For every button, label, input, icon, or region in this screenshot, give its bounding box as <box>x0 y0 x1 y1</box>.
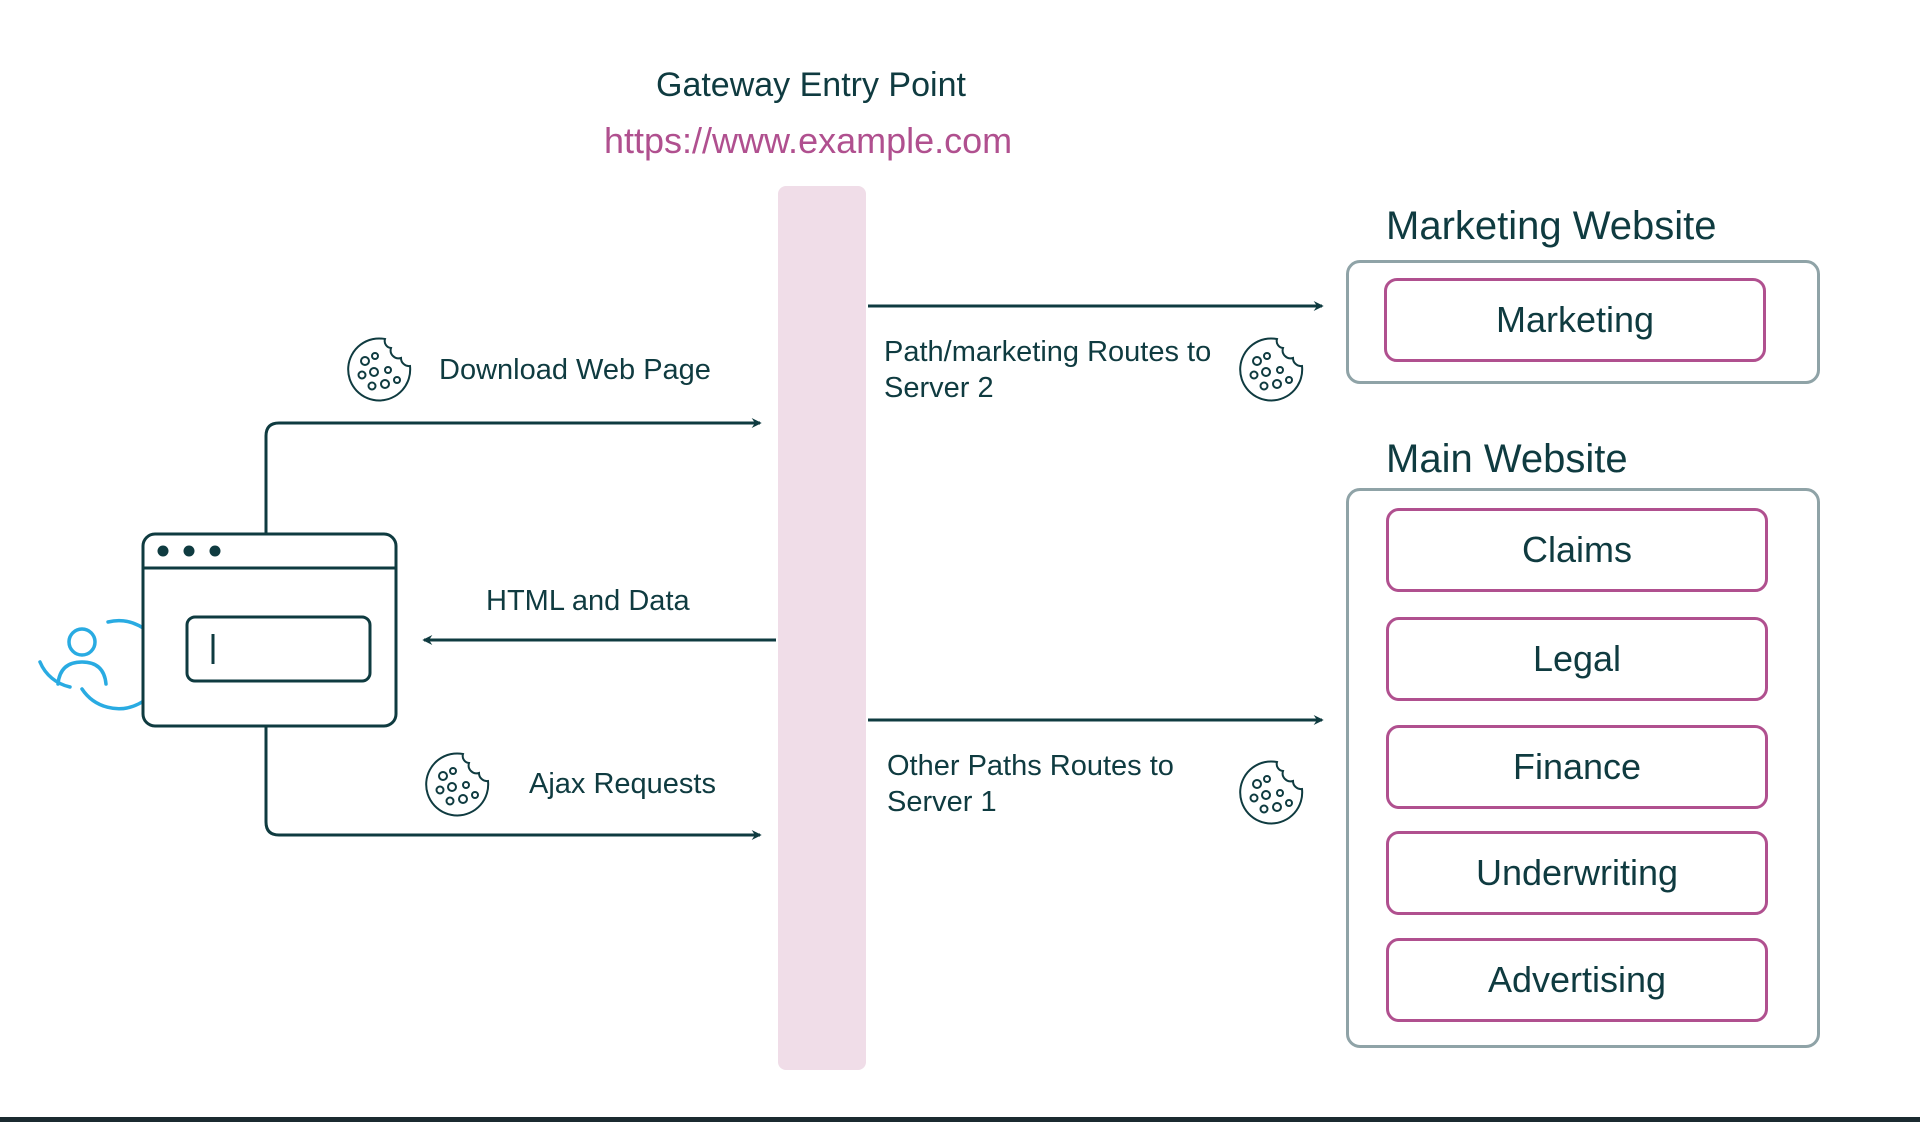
service-finance: Finance <box>1386 725 1768 809</box>
marketing-route-label: Path/marketing Routes to Server 2 <box>884 336 1212 404</box>
ajax-label: Ajax Requests <box>529 768 716 800</box>
bottom-rule <box>0 1117 1920 1122</box>
service-advertising: Advertising <box>1386 938 1768 1022</box>
service-underwriting: Underwriting <box>1386 831 1768 915</box>
service-claims: Claims <box>1386 508 1768 592</box>
download-label: Download Web Page <box>439 354 711 386</box>
service-legal: Legal <box>1386 617 1768 701</box>
main-site-title: Main Website <box>1386 437 1628 481</box>
marketing-site-title: Marketing Website <box>1386 204 1717 248</box>
ajax-arrow <box>264 726 762 840</box>
service-marketing: Marketing <box>1384 278 1766 362</box>
browser-window-icon <box>141 532 398 728</box>
other-route-label: Other Paths Routes to Server 1 <box>887 750 1174 818</box>
gateway-entry-bar <box>778 186 866 1070</box>
gateway-url: https://www.example.com <box>604 120 1013 161</box>
html-data-label: HTML and Data <box>486 585 690 617</box>
gateway-title: Gateway Entry Point <box>656 66 966 104</box>
cookie-icon <box>1239 337 1304 402</box>
download-arrow <box>264 418 762 534</box>
cookie-icon <box>1239 760 1304 825</box>
cookie-icon <box>425 752 490 817</box>
cookie-icon <box>347 337 412 402</box>
